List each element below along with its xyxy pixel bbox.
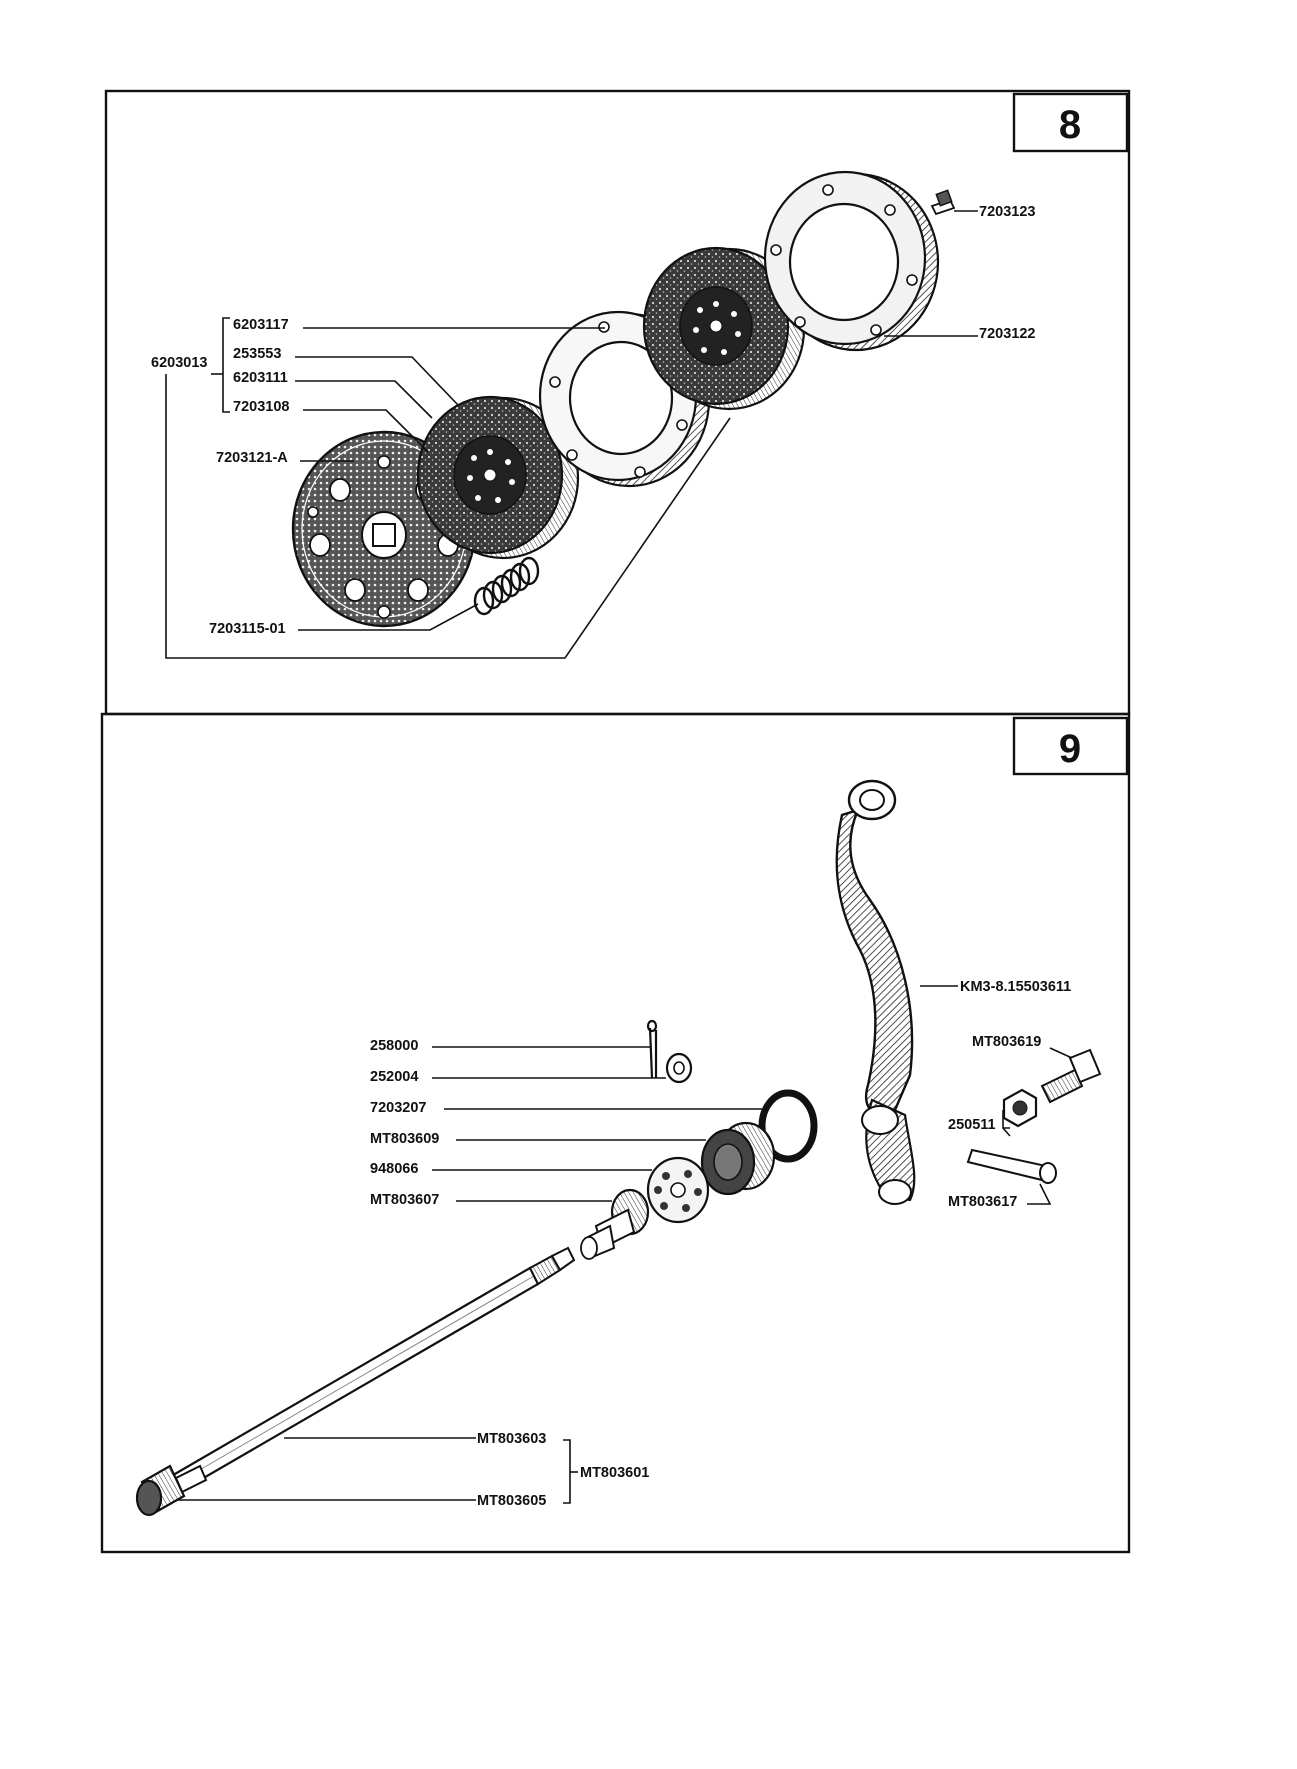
panel-8-callouts: 7203123 7203122 6203117 6203013 253553 6… [151,204,1035,659]
panel-9-number: 9 [1059,727,1081,771]
clutch-assembly-drawing [291,170,956,628]
release-bearing [700,1121,776,1196]
cover-bolt [930,189,956,216]
panel-8-number-box [1012,92,1129,153]
lever-pin [966,1148,1057,1184]
spline-coupling [135,1464,186,1517]
label-MT803605: MT803605 [477,1493,546,1509]
clutch-spring [473,556,540,616]
label-250511: 250511 [948,1117,996,1133]
cotter-pin [646,1019,658,1079]
label-MT803601: MT803601 [580,1465,649,1481]
lever-bolt [1040,1048,1102,1104]
label-KM3-8.15503611: KM3-8.15503611 [960,979,1071,995]
friction-disc-front [416,395,580,560]
label-MT803607: MT803607 [370,1192,439,1208]
panel-9-callouts: KM3-8.15503611 MT803619 250511 MT803617 … [178,979,1073,1509]
bearing-hub [646,1156,710,1224]
label-7203121-A: 7203121-A [216,450,288,466]
label-7203108: 7203108 [233,399,289,415]
label-MT803609: MT803609 [370,1131,439,1147]
cover-plate [763,170,940,352]
release-lever [835,779,916,1205]
label-7203122: 7203122 [979,326,1035,342]
label-258000: 258000 [370,1038,418,1054]
panel-9-number-box [1012,716,1129,776]
label-MT803617: MT803617 [948,1194,1017,1210]
friction-disc-rear [642,246,806,411]
gear-sleeve [580,1188,650,1260]
label-MT803603: MT803603 [477,1431,546,1447]
release-shaft [166,1246,576,1496]
release-mechanism-drawing [135,779,1102,1517]
panel-9-frame [100,712,1131,1554]
label-7203123: 7203123 [979,204,1035,220]
label-6203013: 6203013 [151,355,207,371]
label-MT803619: MT803619 [972,1034,1041,1050]
label-252004: 252004 [370,1069,418,1085]
panel-frames: 8 9 [100,89,1131,1554]
panel-8-number: 8 [1059,103,1081,147]
lever-nut [1002,1088,1038,1128]
label-253553: 253553 [233,346,281,362]
label-948066: 948066 [370,1161,418,1177]
label-6203111: 6203111 [233,370,288,386]
label-7203115-01: 7203115-01 [209,621,286,637]
seal-ring [758,1089,818,1163]
label-7203207: 7203207 [370,1100,426,1116]
label-6203117: 6203117 [233,317,289,333]
